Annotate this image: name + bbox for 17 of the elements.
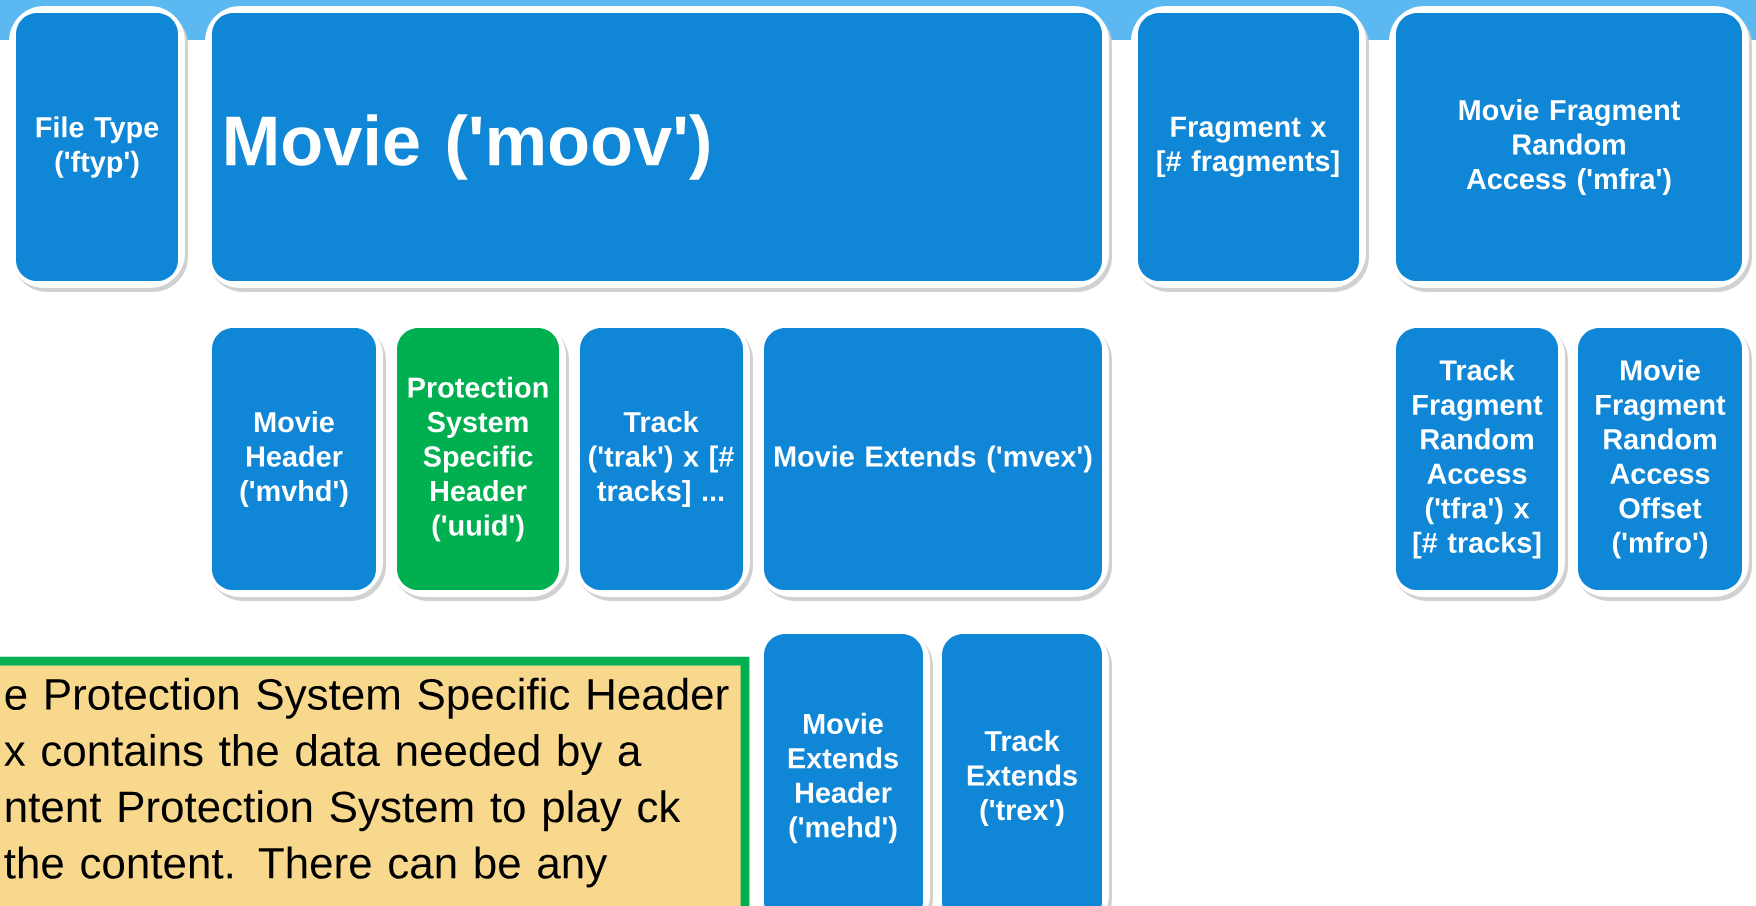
node-label: Movie Fragment Random Access Offset ('mfro') <box>1596 359 1726 559</box>
box: Movie Fragment Random Access ('mfra') <box>1389 6 1752 292</box>
node-label: Track ('trak') x [# tracks] ... <box>589 411 734 507</box>
box: Movie Header ('mvhd') <box>205 321 386 601</box>
box: Protection System Specific Header ('uuid') <box>390 321 569 601</box>
node-label: Movie Extends Header ('mehd') <box>788 712 898 844</box>
box: Track Extends ('trex') <box>935 627 1112 906</box>
box: Track ('trak') x [# tracks] ... <box>573 321 753 601</box>
box: Movie ('moov') <box>205 6 1112 292</box>
box: Track Fragment Random Access ('tfra') x [# tracks] <box>1389 321 1568 601</box>
box: Movie Fragment Random Access Offset ('mfro') <box>1571 321 1752 601</box>
note-box: e Protection System Specific Header x contains the data needed by a ntent Protection System to play ck the content. There can be any <box>0 656 750 906</box>
box: File Type ('ftyp') <box>9 6 188 292</box>
box: Movie Extends Header ('mehd') <box>757 627 933 906</box>
box: Movie Extends ('mvex') <box>757 321 1112 601</box>
node-label: Protection System Specific Header ('uuid') <box>408 376 548 542</box>
box: Fragment x [# fragments] <box>1131 6 1369 292</box>
